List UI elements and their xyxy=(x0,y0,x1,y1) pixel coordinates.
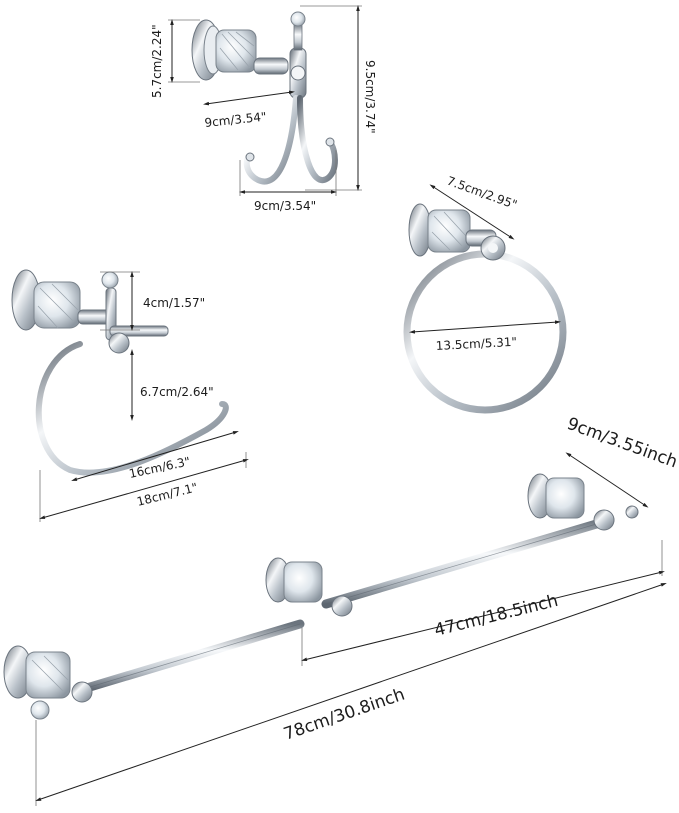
hook-dimensions: 5.7cm/2.24" 9.5cm/3.74" 9cm/3.54" 9cm/3.… xyxy=(150,4,377,213)
tp-outer-label: 18cm/7.1" xyxy=(135,480,199,509)
hook-depth-label: 9cm/3.54" xyxy=(204,110,267,130)
short-bar-left-crystal xyxy=(283,561,323,603)
hook-total-height-label: 9.5cm/3.74" xyxy=(363,60,377,134)
robe-hook xyxy=(191,11,338,185)
long-bar-length-line xyxy=(35,583,667,801)
short-bar-length-label: 47cm/18.5inch xyxy=(432,591,560,641)
short-bar-right-crystal xyxy=(545,477,585,519)
hook-height-label: 5.7cm/2.24" xyxy=(150,24,164,98)
hook-width-label: 9cm/3.54" xyxy=(254,199,316,213)
hook-left-arm xyxy=(243,95,299,185)
ring-diameter-line xyxy=(409,320,561,334)
ring-depth-label: 7.5cm/2.95" xyxy=(445,174,519,212)
towel-ring xyxy=(403,203,567,414)
short-towel-bar xyxy=(265,473,639,617)
hook-right-arm xyxy=(297,95,338,183)
tp-drop-label: 6.7cm/2.64" xyxy=(140,385,214,399)
hook-depth-line xyxy=(203,90,295,106)
long-bar-length-label: 78cm/30.8inch xyxy=(281,685,407,745)
ring-depth-line xyxy=(429,184,515,240)
tp-outer-line xyxy=(39,459,249,519)
tp-knob-label: 4cm/1.57" xyxy=(143,296,205,310)
bar-depth-line xyxy=(565,452,649,508)
tp-inner-label: 16cm/6.3" xyxy=(128,454,192,481)
ring-dimensions: 7.5cm/2.95" 13.5cm/5.31" xyxy=(409,174,561,353)
ring-diameter-label: 13.5cm/5.31" xyxy=(435,335,517,353)
tp-knob xyxy=(101,271,119,289)
ring-loop xyxy=(403,250,567,414)
long-towel-bar xyxy=(3,619,305,720)
